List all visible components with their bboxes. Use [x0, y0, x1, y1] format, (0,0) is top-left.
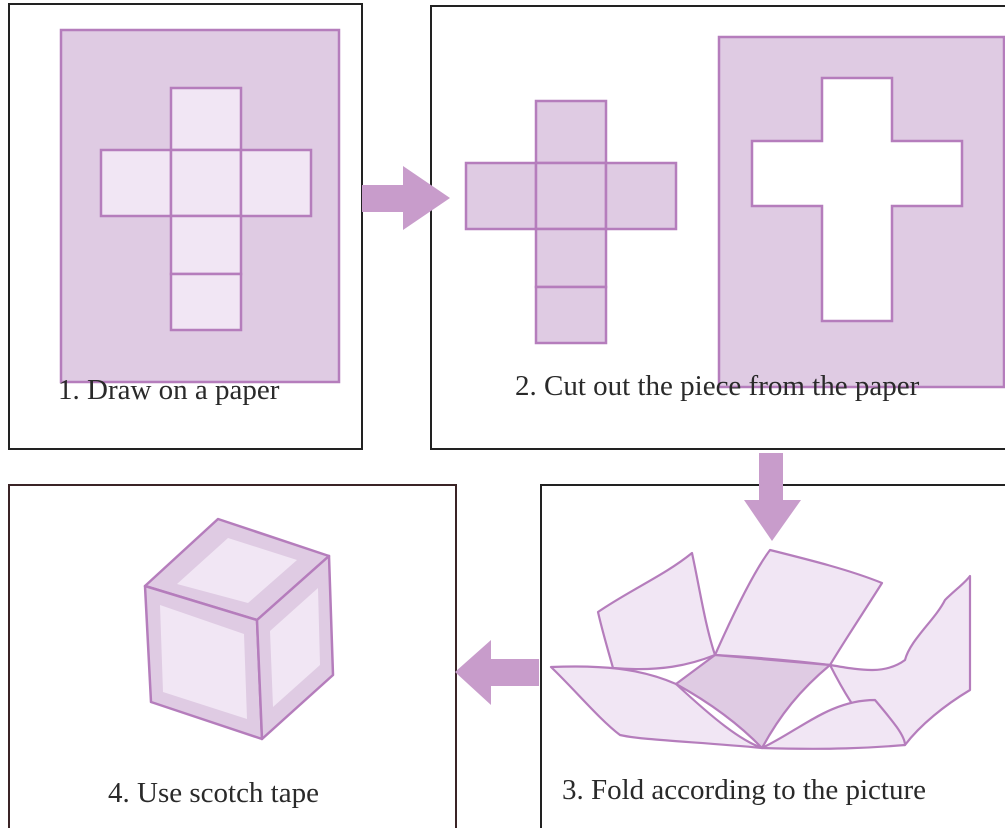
cube-top-inner [177, 538, 297, 603]
panel-step-3 [540, 484, 1005, 828]
panel-step-1 [8, 3, 363, 450]
panel-3-frame [540, 484, 1005, 828]
panel-step-4 [8, 484, 457, 828]
taped-cube [143, 517, 335, 741]
step-2-caption: 2. Cut out the piece from the paper [515, 370, 920, 402]
arrow-left [455, 640, 539, 705]
step-4-caption: 4. Use scotch tape [108, 777, 319, 809]
fold-base-square [674, 653, 832, 750]
step-3-caption: 3. Fold according to the picture [562, 774, 927, 806]
cut-out-cube-net [464, 99, 678, 345]
cube-front-inner [160, 605, 247, 719]
arrow-right [362, 166, 450, 230]
panel-step-2 [430, 5, 1005, 450]
folding-net [549, 548, 972, 750]
cross-shaped-hole [750, 76, 964, 323]
cube-net-drawing [99, 86, 313, 332]
step-1-caption: 1. Draw on a paper [58, 374, 280, 406]
flap-back-left [596, 551, 717, 671]
flap-back-right [713, 548, 884, 667]
cube-right-inner [270, 588, 320, 707]
flap-bottom [760, 698, 907, 750]
arrow-down [744, 453, 801, 541]
